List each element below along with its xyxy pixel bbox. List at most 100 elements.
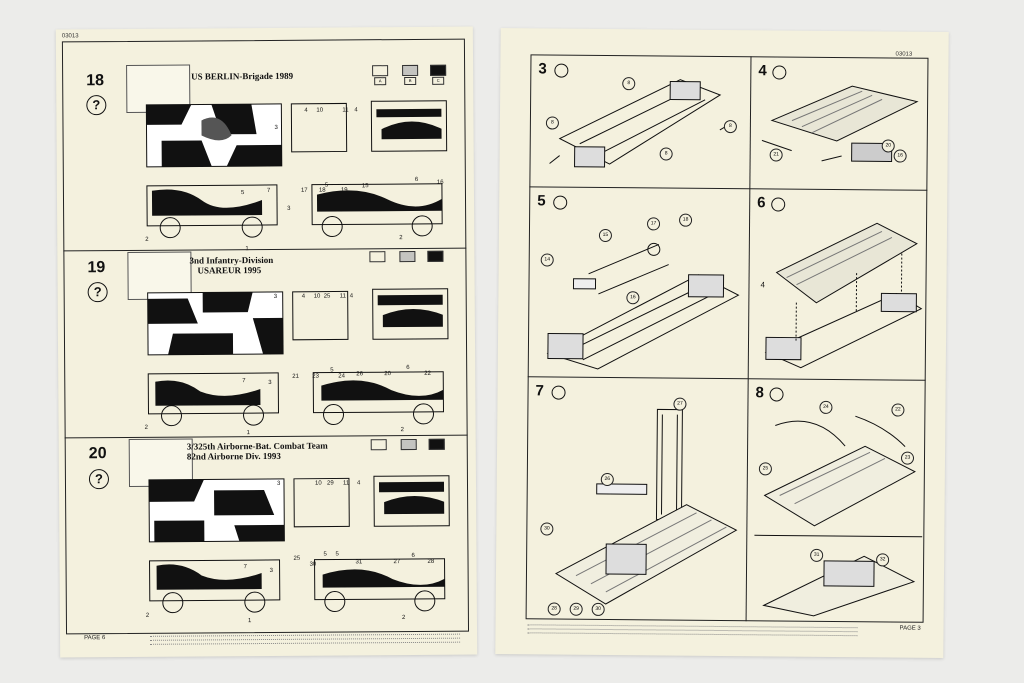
footnote-text-block bbox=[150, 632, 461, 648]
part-number-badge: 21 bbox=[769, 148, 783, 162]
humvee-camo-drawing-18 bbox=[145, 100, 448, 239]
part-number-badge: 29 bbox=[569, 602, 583, 616]
left-page-code: 03013 bbox=[61, 33, 79, 40]
color-swatch-c bbox=[428, 438, 445, 450]
step-18-title: US BERLIN-Brigade 1989 bbox=[191, 70, 294, 82]
callout-label: 11 bbox=[339, 293, 346, 300]
callout-label: 2 bbox=[144, 424, 148, 431]
callout-label: 21 bbox=[292, 373, 299, 380]
callout-label: 10 bbox=[314, 480, 322, 487]
part-number-badge: 25 bbox=[758, 462, 772, 476]
step-19-title-line1: 3nd Infantry-Division bbox=[189, 254, 274, 266]
callout-label: 6 bbox=[406, 365, 410, 372]
question-mark-icon: ? bbox=[87, 282, 108, 303]
part-number-badge: 27 bbox=[673, 397, 687, 411]
part-number-badge: 16 bbox=[893, 149, 907, 163]
callout-label: 7 bbox=[243, 564, 247, 571]
callout-label: 3 bbox=[276, 480, 281, 487]
right-page-number: PAGE 3 bbox=[899, 625, 921, 632]
callout-label: 4 bbox=[349, 293, 354, 300]
footnote-text-block bbox=[527, 622, 858, 639]
question-mark-icon: ? bbox=[88, 469, 110, 490]
callout-label: 15 bbox=[361, 183, 369, 190]
callout-label: 22 bbox=[424, 370, 431, 377]
step-20-number: 20 bbox=[88, 445, 107, 463]
swatch-label: B bbox=[404, 76, 417, 86]
callout-label: 4 bbox=[356, 480, 361, 487]
callout-label: 2 bbox=[399, 235, 403, 242]
callout-label: 17 bbox=[300, 187, 308, 194]
part-number-badge: 23 bbox=[900, 451, 915, 465]
color-swatch-c bbox=[430, 64, 447, 76]
callout-label: 11 bbox=[342, 480, 350, 487]
interior-assembly-drawing bbox=[754, 415, 923, 617]
part-number-badge: 17 bbox=[646, 217, 661, 231]
humvee-camo-drawing-19 bbox=[147, 288, 449, 427]
step-19-number: 19 bbox=[87, 259, 106, 277]
color-swatch-b bbox=[400, 438, 417, 451]
chassis-frame-drawing bbox=[549, 79, 731, 168]
part-number-badge: 28 bbox=[547, 602, 561, 616]
callout-label: 2 bbox=[400, 427, 404, 434]
callout-label: 3 bbox=[274, 124, 278, 131]
floor-pan-drawing bbox=[761, 85, 919, 162]
callout-label: 16 bbox=[436, 179, 444, 186]
step-18-section: 18 ? US BERLIN-Brigade 1989 A B C 3 17 1 bbox=[56, 27, 473, 252]
callout-label: 5 bbox=[323, 551, 327, 558]
callout-label: 4 bbox=[354, 107, 358, 114]
callout-label: 28 bbox=[427, 558, 435, 565]
callout-label: 29 bbox=[326, 480, 334, 487]
callout-label: 2 bbox=[145, 612, 150, 619]
left-page-number: PAGE 6 bbox=[84, 635, 106, 642]
part-number-badge: 18 bbox=[679, 213, 693, 227]
callout-label: 1 bbox=[247, 618, 252, 625]
callout-label: 31 bbox=[355, 559, 363, 566]
step-20-title-line1: 3/325th Airborne-Bat. Combat Team bbox=[186, 440, 328, 452]
part-number-badge: 30 bbox=[591, 602, 605, 616]
color-swatch-a bbox=[372, 65, 389, 77]
callout-label: 5 bbox=[240, 190, 245, 197]
humvee-camo-drawing-20 bbox=[148, 475, 450, 614]
part-number-badge: 8 bbox=[545, 116, 559, 130]
right-instruction-page: 03013 3 8 8 8 8 4 21 20 16 5 17 18 15 14 bbox=[495, 28, 949, 658]
chassis-with-floor-drawing bbox=[764, 222, 923, 369]
callout-label: 19 bbox=[340, 187, 348, 194]
part-number-badge: 22 bbox=[891, 403, 905, 417]
callout-label: 25 bbox=[323, 293, 331, 300]
part-number-badge: 15 bbox=[598, 228, 612, 243]
step-20-title-line2: 82nd Airborne Div. 1993 bbox=[186, 450, 281, 462]
swatch-label: A bbox=[374, 77, 387, 86]
color-swatch-b bbox=[399, 250, 416, 263]
callout-label: 24 bbox=[338, 373, 345, 380]
callout-label: 11 bbox=[342, 107, 349, 114]
callout-label: 6 bbox=[411, 552, 415, 559]
callout-label: 7 bbox=[266, 187, 271, 194]
callout-label: 3 bbox=[287, 205, 291, 212]
callout-label: 4 bbox=[760, 280, 766, 290]
step-18-number: 18 bbox=[86, 72, 105, 90]
callout-label: 10 bbox=[316, 107, 324, 114]
callout-label: 30 bbox=[309, 561, 317, 568]
axle-assembly-drawing bbox=[546, 242, 740, 370]
callout-label: 5 bbox=[330, 367, 334, 374]
callout-label: 27 bbox=[393, 559, 401, 566]
color-swatch-c bbox=[427, 250, 444, 262]
part-number-badge: 24 bbox=[819, 400, 833, 414]
question-mark-icon: ? bbox=[86, 95, 107, 116]
part-number-badge: 8 bbox=[622, 77, 636, 91]
left-instruction-page: 03013 18 ? US BERLIN-Brigade 1989 A B C bbox=[55, 26, 478, 658]
callout-label: 3 bbox=[268, 379, 272, 386]
step-20-section: 20 ? 3/325th Airborne-Bat. Combat Team 8… bbox=[56, 27, 473, 624]
callout-label: 3 bbox=[269, 567, 273, 574]
callout-label: 6 bbox=[414, 176, 419, 183]
part-number-badge: 16 bbox=[626, 291, 640, 305]
step-19-title-line2: USAREUR 1995 bbox=[197, 265, 262, 276]
callout-label: 26 bbox=[356, 371, 363, 378]
swatch-label: C bbox=[432, 76, 445, 85]
color-swatch-a bbox=[370, 439, 387, 451]
part-number-badge: 32 bbox=[876, 553, 890, 567]
callout-label: 2 bbox=[145, 236, 149, 243]
part-number-badge: 14 bbox=[540, 253, 554, 267]
step-19-section: 19 ? 3nd Infantry-Division USAREUR 1995 … bbox=[56, 27, 473, 436]
part-number-badge: 20 bbox=[881, 139, 895, 153]
